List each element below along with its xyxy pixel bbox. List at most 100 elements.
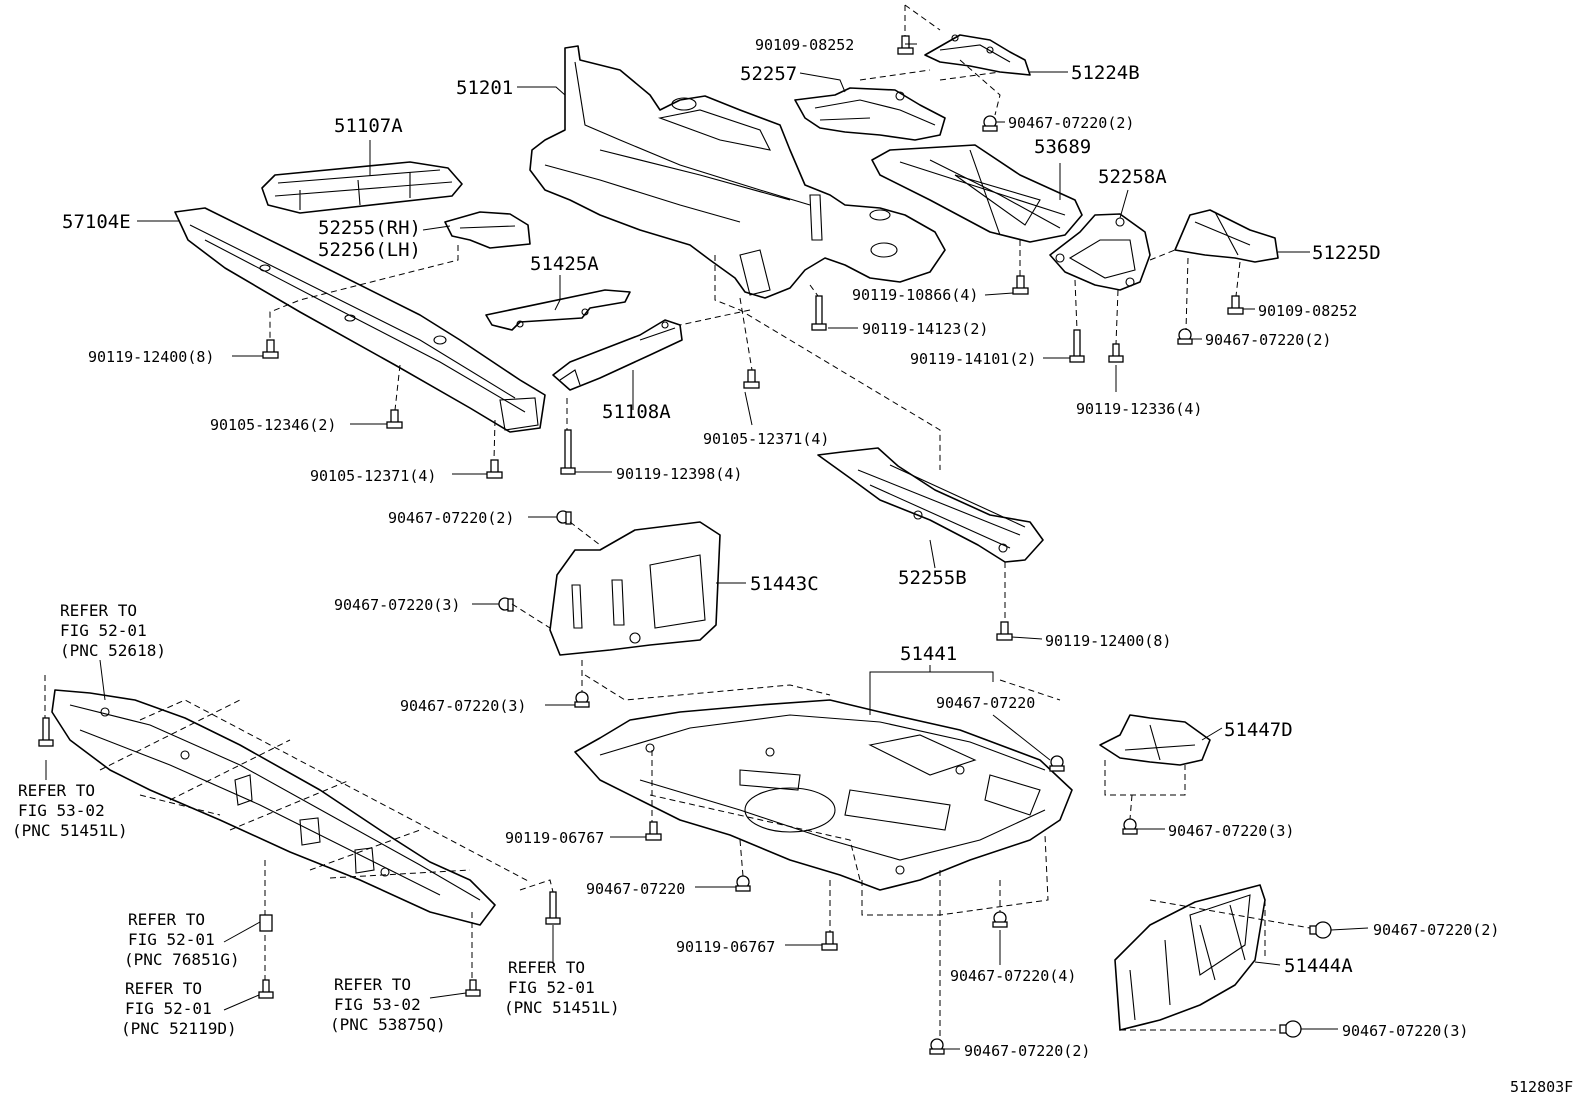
- fastener-label: 90467-07220: [586, 880, 685, 898]
- fastener-label: 90467-07220(2): [1008, 114, 1134, 132]
- crossmember-51201: [529, 45, 946, 299]
- fastener-label: 90119-14101(2): [910, 350, 1036, 368]
- svg-text:(PNC 51451L): (PNC 51451L): [504, 998, 620, 1017]
- fastener-label: 90467-07220(4): [950, 967, 1076, 985]
- part-label-53689: 53689: [1034, 136, 1091, 158]
- fastener-label: 90109-08252: [1258, 302, 1357, 320]
- reference-note-51451L-b: REFER TO FIG 52-01 (PNC 51451L): [504, 958, 620, 1017]
- svg-text:(PNC 53875Q): (PNC 53875Q): [330, 1015, 446, 1034]
- bracket-51108A: [552, 319, 683, 391]
- part-labels: 51201 51107A 57104E 52255(RH) 52256(LH) …: [62, 62, 1381, 977]
- clip-icon: [1284, 1020, 1302, 1038]
- svg-text:REFER TO: REFER TO: [508, 958, 585, 977]
- fastener-label: 90119-12400(8): [88, 348, 214, 366]
- front-member-57104E: [174, 207, 546, 433]
- reference-note-51451L-a: REFER TO FIG 53-02 (PNC 51451L): [12, 781, 128, 840]
- bolt-icon: [549, 891, 557, 921]
- fastener-label: 90467-07220(3): [1342, 1022, 1468, 1040]
- part-label-52255B: 52255B: [898, 567, 967, 589]
- fastener-label: 90119-12400(8): [1045, 632, 1171, 650]
- plate-52255-52256: [444, 211, 531, 249]
- front-undercover: [51, 689, 496, 926]
- svg-text:(PNC 52618): (PNC 52618): [60, 641, 166, 660]
- brace-52255B: [817, 447, 1044, 563]
- svg-text:FIG 53-02: FIG 53-02: [18, 801, 105, 820]
- bolt-icon: [564, 429, 572, 471]
- fastener-label: 90105-12371(4): [703, 430, 829, 448]
- part-label-52255-rh: 52255(RH): [318, 217, 421, 239]
- undercover-51441: [574, 699, 1073, 891]
- part-label-51443C: 51443C: [750, 573, 819, 595]
- fastener-label: 90119-12336(4): [1076, 400, 1202, 418]
- fastener-label: 90119-10866(4): [852, 286, 978, 304]
- fastener-label: 90119-12398(4): [616, 465, 742, 483]
- bracket-51225D: [1174, 209, 1279, 263]
- fastener-label: 90467-07220(3): [334, 596, 460, 614]
- clip-icon: [1314, 921, 1332, 939]
- fastener-label: 90467-07220(3): [400, 697, 526, 715]
- svg-text:(PNC 52119D): (PNC 52119D): [121, 1019, 237, 1038]
- part-label-51224B: 51224B: [1071, 62, 1140, 84]
- bracket-51107A: [261, 161, 463, 214]
- cover-51443C: [549, 521, 721, 656]
- fastener-label: 90467-07220(2): [1373, 921, 1499, 939]
- plate-52258A: [1049, 213, 1151, 291]
- reference-notes: REFER TO FIG 52-01 (PNC 52618) REFER TO …: [12, 601, 620, 1038]
- svg-text:FIG 53-02: FIG 53-02: [334, 995, 421, 1014]
- fastener-label: 90105-12371(4): [310, 467, 436, 485]
- fastener-label: 90119-06767: [676, 938, 775, 956]
- svg-text:FIG 52-01: FIG 52-01: [125, 999, 212, 1018]
- fasteners: [38, 35, 1332, 1055]
- fastener-label: 90105-12346(2): [210, 416, 336, 434]
- part-label-57104E: 57104E: [62, 211, 131, 233]
- fastener-label: 90467-07220: [936, 694, 1035, 712]
- part-label-51107A: 51107A: [334, 115, 403, 137]
- reference-note-52119D: REFER TO FIG 52-01 (PNC 52119D): [121, 979, 237, 1038]
- alignment-lines: [44, 4, 1311, 1040]
- svg-text:REFER TO: REFER TO: [125, 979, 202, 998]
- fastener-label: 90119-06767: [505, 829, 604, 847]
- bolt-icon: [42, 717, 50, 743]
- reference-note-53875Q: REFER TO FIG 53-02 (PNC 53875Q): [330, 975, 446, 1034]
- svg-text:REFER TO: REFER TO: [128, 910, 205, 929]
- bolt-icon: [1073, 329, 1081, 359]
- bracket-51224B: [924, 34, 1031, 76]
- part-label-52257: 52257: [740, 63, 797, 85]
- leader-lines: [45, 43, 1369, 1050]
- bracket-51447D: [1099, 714, 1211, 766]
- fastener-label: 90119-14123(2): [862, 320, 988, 338]
- reference-note-52618: REFER TO FIG 52-01 (PNC 52618): [60, 601, 166, 660]
- fastener-label: 90467-07220(2): [964, 1042, 1090, 1060]
- fastener-labels: 90109-08252 90467-07220(2) 90119-10866(4…: [88, 36, 1499, 1060]
- part-label-52256-lh: 52256(LH): [318, 239, 421, 261]
- part-label-51441: 51441: [900, 643, 957, 665]
- part-label-52258A: 52258A: [1098, 166, 1167, 188]
- svg-text:(PNC 51451L): (PNC 51451L): [12, 821, 128, 840]
- part-label-51447D: 51447D: [1224, 719, 1293, 741]
- svg-text:(PNC 76851G): (PNC 76851G): [124, 950, 240, 969]
- fastener-label: 90467-07220(2): [388, 509, 514, 527]
- fastener-label: 90109-08252: [755, 36, 854, 54]
- part-label-51444A: 51444A: [1284, 955, 1353, 977]
- bracket-52257: [794, 87, 946, 141]
- svg-text:FIG 52-01: FIG 52-01: [128, 930, 215, 949]
- part-label-51425A: 51425A: [530, 253, 599, 275]
- part-label-51201: 51201: [456, 77, 513, 99]
- svg-text:FIG 52-01: FIG 52-01: [508, 978, 595, 997]
- part-label-51225D: 51225D: [1312, 242, 1381, 264]
- clip-icon: [259, 914, 273, 932]
- fastener-label: 90467-07220(2): [1205, 331, 1331, 349]
- cover-51444A: [1114, 884, 1266, 1031]
- svg-text:FIG 52-01: FIG 52-01: [60, 621, 147, 640]
- fastener-label: 90467-07220(3): [1168, 822, 1294, 840]
- svg-text:REFER TO: REFER TO: [18, 781, 95, 800]
- part-label-51108A: 51108A: [602, 401, 671, 423]
- bracket-51425A: [485, 289, 631, 331]
- reference-note-76851G: REFER TO FIG 52-01 (PNC 76851G): [124, 910, 240, 969]
- brace-53689: [871, 144, 1083, 243]
- svg-text:REFER TO: REFER TO: [334, 975, 411, 994]
- svg-text:REFER TO: REFER TO: [60, 601, 137, 620]
- bolt-icon: [815, 295, 823, 327]
- diagram-id: 512803F: [1510, 1078, 1573, 1096]
